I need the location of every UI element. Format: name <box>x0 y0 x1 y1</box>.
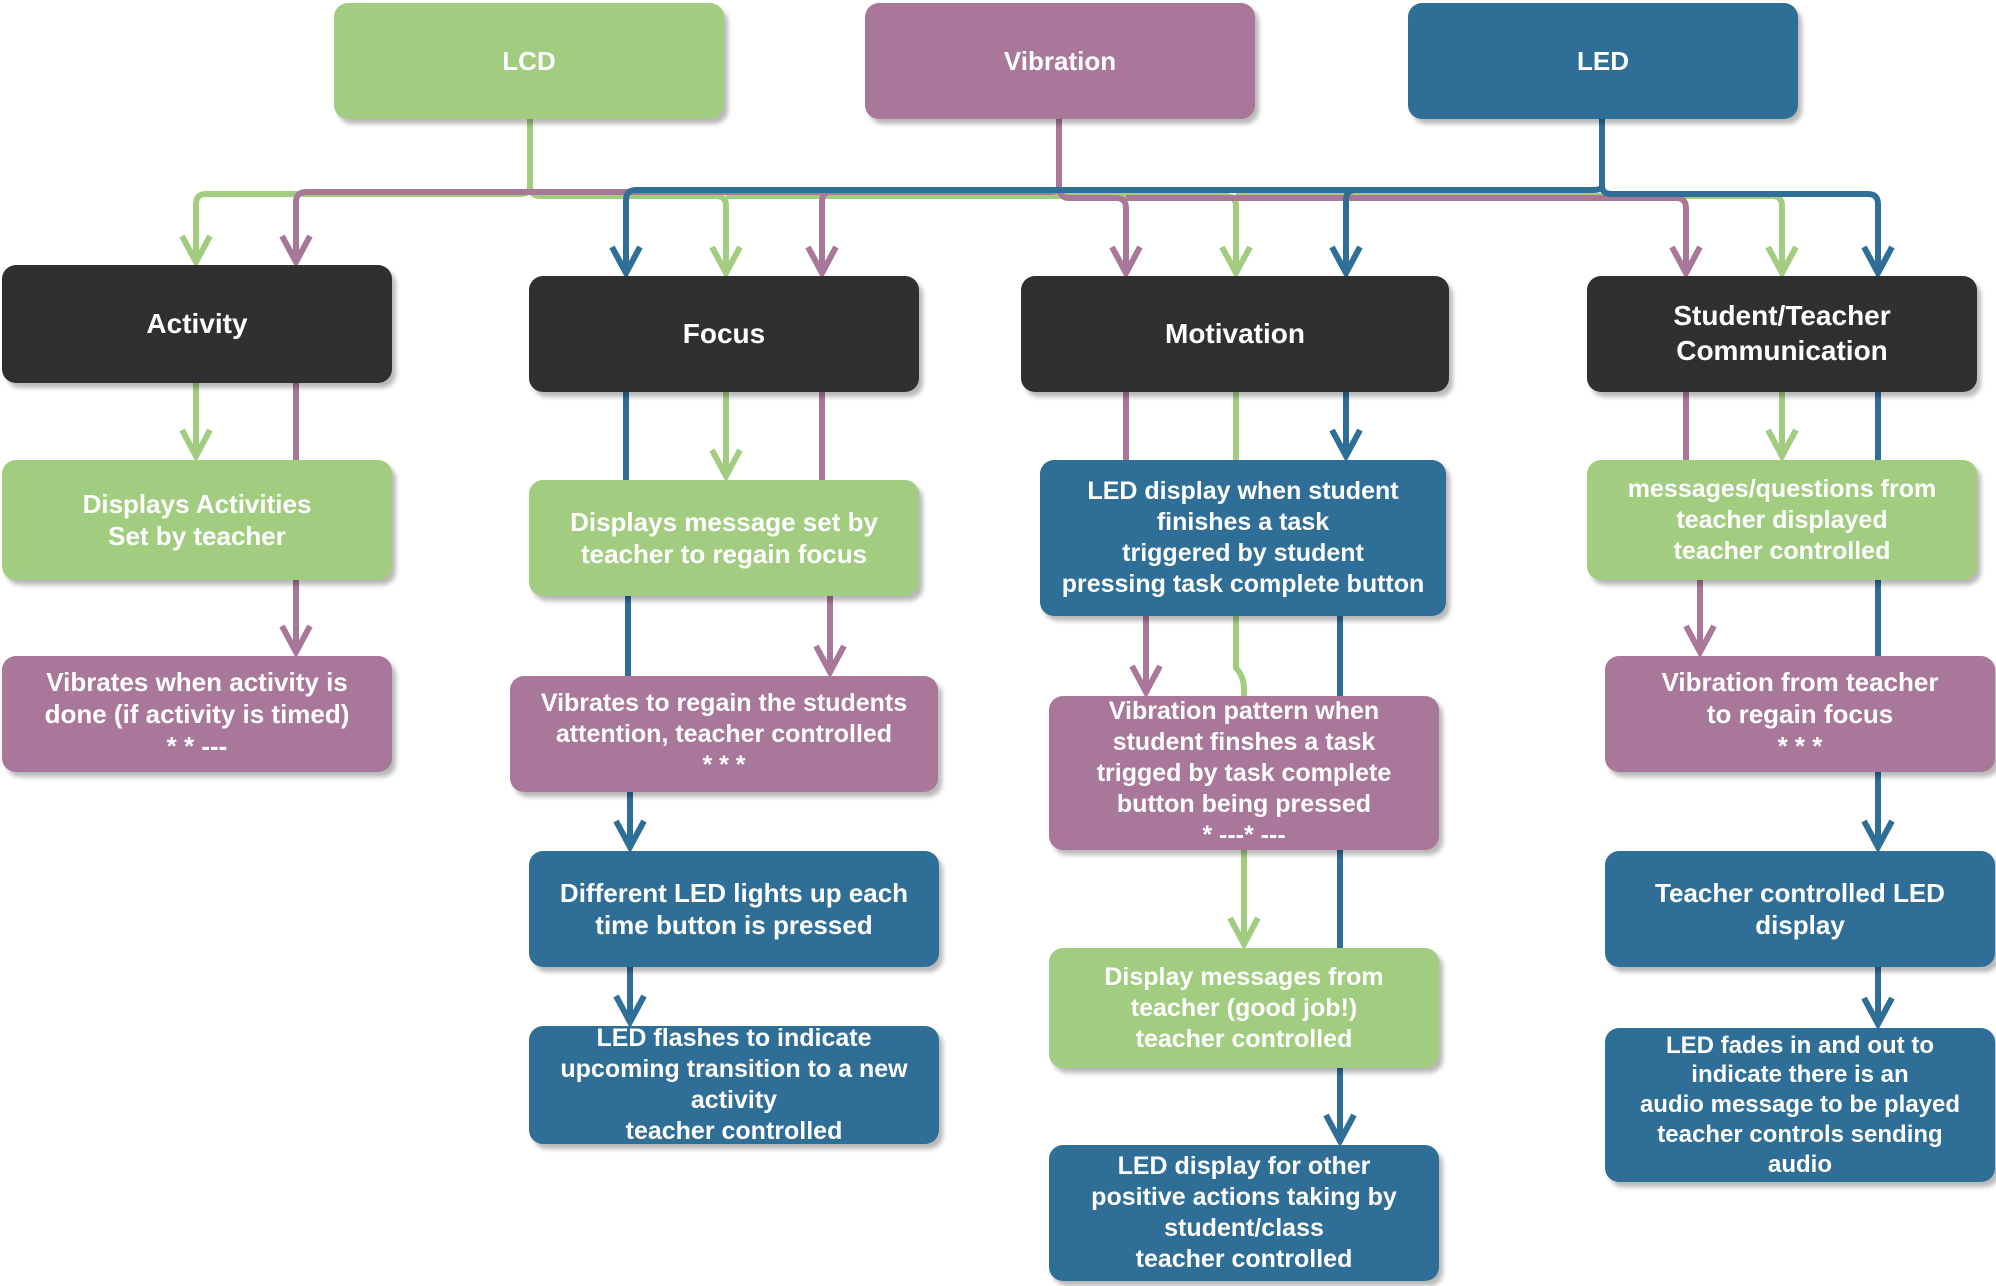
motivation-vibration-pattern-node: Vibration pattern when student finshes a… <box>1049 696 1439 850</box>
communication-vibration-teacher-node: Vibration from teacher to regain focus *… <box>1605 656 1995 772</box>
activity-category-node: Activity <box>2 265 392 383</box>
communication-led-fades-node: LED fades in and out to indicate there i… <box>1605 1028 1995 1182</box>
communication-category-node: Student/Teacher Communication <box>1587 276 1977 392</box>
motivation-led-task-node: LED display when student finishes a task… <box>1040 460 1446 616</box>
activity-lcd-edge-arrowhead <box>179 428 213 463</box>
vibration-source-node: Vibration <box>865 3 1255 119</box>
motivation-category-node: Motivation <box>1021 276 1449 392</box>
focus-vibration-edge-arrowhead <box>813 644 847 679</box>
motivation-vibration-edge-arrowhead <box>1129 664 1163 699</box>
led-to-focus-arrowhead <box>609 245 643 280</box>
motivation-lcd-messages-node: Display messages from teacher (good job!… <box>1049 948 1439 1068</box>
focus-category-node: Focus <box>529 276 919 392</box>
led-to-communication-arrowhead <box>1861 245 1895 280</box>
motivation-led-edge-arrowhead <box>1329 428 1363 463</box>
led-source-node: LED <box>1408 3 1798 119</box>
lcd-to-activity-arrowhead <box>179 234 213 269</box>
motivation-vibration-edge <box>1123 392 1149 692</box>
focus-led-transition-edge-arrowhead <box>613 994 647 1029</box>
motivation-lcd-edge-arrowhead <box>1227 916 1261 951</box>
focus-led-edge-arrowhead <box>613 819 647 854</box>
communication-vibration-edge-arrowhead <box>1683 624 1717 659</box>
focus-lcd-edge-arrowhead <box>709 448 743 483</box>
lcd-to-communication-arrowhead <box>1765 245 1799 280</box>
activity-vibration-edge-arrowhead <box>279 624 313 659</box>
vibration-to-focus-arrowhead <box>805 245 839 280</box>
focus-lcd-message-node: Displays message set by teacher to regai… <box>529 480 919 596</box>
led-to-motivation <box>1343 187 1357 273</box>
communication-led-edge-arrowhead <box>1861 819 1895 854</box>
motivation-led-positive-edge-arrowhead <box>1323 1113 1357 1148</box>
communication-led-teacher-node: Teacher controlled LED display <box>1605 851 1995 967</box>
communication-lcd-edge-arrowhead <box>1765 428 1799 463</box>
lcd-to-motivation-arrowhead <box>1219 245 1253 280</box>
lcd-to-activity <box>193 185 533 262</box>
lcd-source-node: LCD <box>334 3 724 119</box>
led-to-communication <box>1599 185 1881 273</box>
vibration-to-communication-arrowhead <box>1669 245 1703 280</box>
focus-vibration-edge <box>819 392 833 672</box>
lcd-to-focus-arrowhead <box>709 245 743 280</box>
focus-led-button-node: Different LED lights up each time button… <box>529 851 939 967</box>
lcd-to-motivation <box>726 193 1239 273</box>
lcd-to-communication <box>1236 193 1785 273</box>
vibration-to-communication <box>1126 195 1689 273</box>
led-to-motivation-arrowhead <box>1329 245 1363 280</box>
motivation-led-positive-node: LED display for other positive actions t… <box>1049 1145 1439 1281</box>
focus-led-edge <box>623 392 633 847</box>
motivation-lcd-edge <box>1233 392 1247 944</box>
focus-led-transition-node: LED flashes to indicate upcoming transit… <box>529 1024 939 1145</box>
communication-led-fades-edge-arrowhead <box>1861 996 1895 1031</box>
communication-lcd-questions-node: messages/questions from teacher displaye… <box>1587 460 1977 580</box>
activity-lcd-display-node: Displays Activities Set by teacher <box>2 460 392 580</box>
communication-vibration-edge <box>1683 392 1703 652</box>
vibration-to-motivation-arrowhead <box>1109 245 1143 280</box>
activity-vibrate-done-node: Vibrates when activity is done (if activ… <box>2 656 392 772</box>
vibration-to-activity-arrowhead <box>279 234 313 269</box>
focus-vibrate-attention-node: Vibrates to regain the students attentio… <box>510 676 938 792</box>
